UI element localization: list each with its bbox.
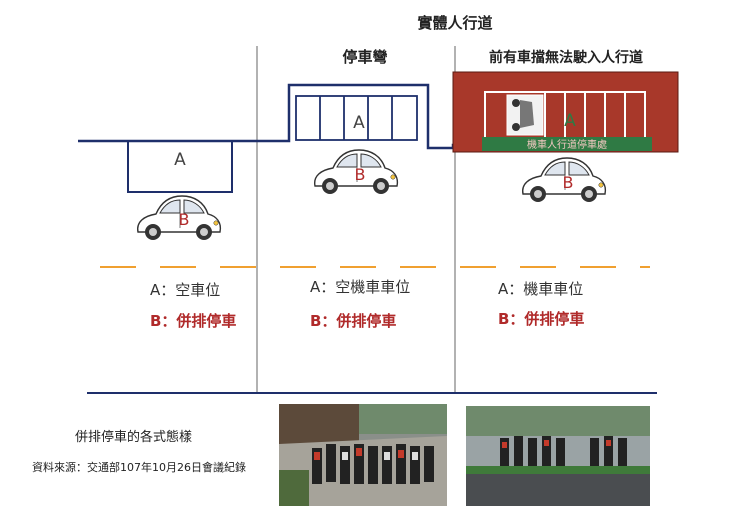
scenario-1: A B	[127, 141, 233, 241]
legend-b-text: B：併排停車	[310, 312, 396, 330]
space-label-a: A	[174, 150, 186, 170]
caption-title: 併排停車的各式態樣	[75, 429, 192, 445]
space-label-a: A	[353, 113, 365, 133]
scenario-3: 前有車擋無法駛入人行道 A 機車人行道停車處 B	[452, 49, 679, 203]
scooter-slot-lines	[544, 92, 626, 140]
empty-parking-space	[127, 141, 233, 193]
photo-scooters-bollards	[466, 406, 650, 506]
space-label-a: A	[564, 111, 576, 131]
legend-a-text: A：空車位	[150, 281, 220, 299]
legend-3: A：機車車位 B：併排停車	[498, 280, 584, 328]
legend-a-text: A：機車車位	[498, 280, 583, 298]
legend-b-text: B：併排停車	[150, 312, 236, 330]
legend-b-text: B：併排停車	[498, 310, 584, 328]
sign-text: 機車人行道停車處	[527, 138, 607, 151]
photo-scooters-sidewalk	[279, 404, 447, 506]
scooter-slot-lines	[319, 96, 393, 140]
car-label-b: B	[355, 165, 366, 184]
scenario-2: 停車彎 A B	[295, 48, 418, 195]
car-label-b: B	[563, 173, 574, 192]
scooter-parking-sign	[482, 137, 652, 151]
legend-1: A：空車位 B：併排停車	[150, 281, 236, 330]
legend-2: A：空機車車位 B：併排停車	[310, 278, 410, 330]
caption-source: 資料來源：交通部107年10月26日會議紀錄	[32, 460, 246, 474]
sidewalk-title: 實體人行道	[417, 14, 492, 32]
car-label-b: B	[179, 210, 190, 229]
scenario-title: 前有車擋無法駛入人行道	[489, 49, 643, 66]
scooter-bay-inner	[295, 95, 418, 141]
scenario-title: 停車彎	[342, 48, 387, 66]
scooter-icon	[506, 94, 544, 136]
legend-a-text: A：空機車車位	[310, 278, 410, 296]
